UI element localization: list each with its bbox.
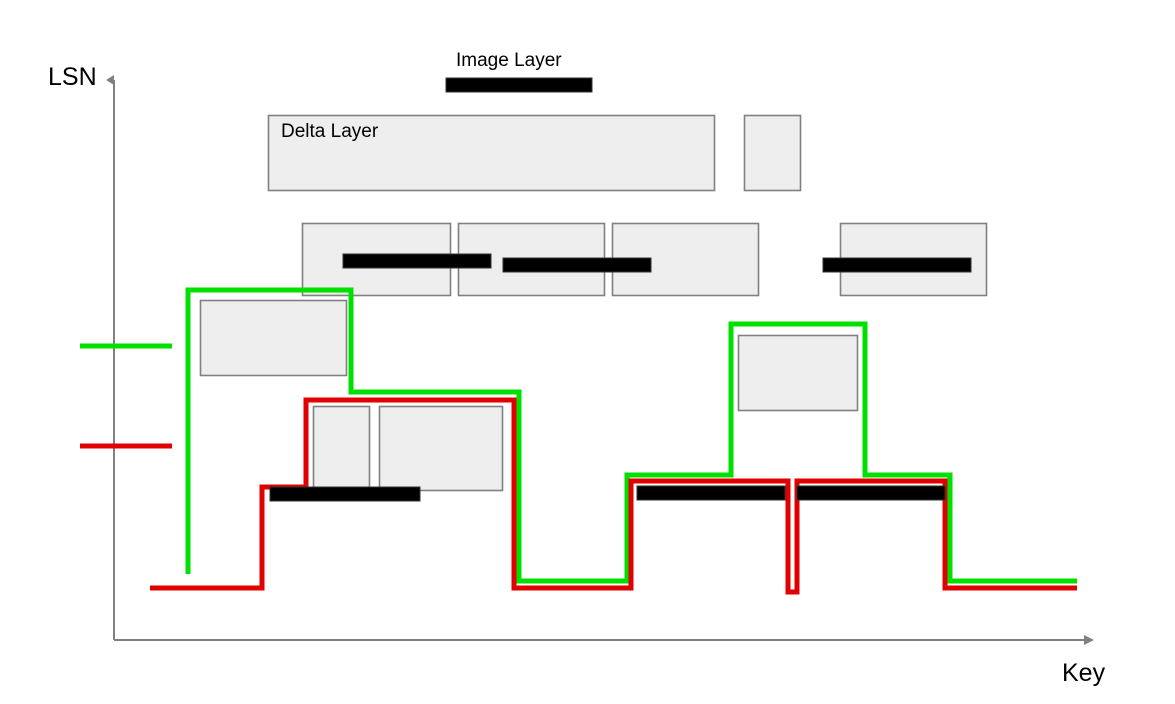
delta-layer-green-right [737, 334, 859, 412]
delta-layer-caption: Delta Layer [281, 121, 379, 142]
lsn-tick-marks [80, 343, 172, 449]
image-layer-bar-low-1 [269, 486, 421, 502]
lsn-axis-label: LSN [48, 63, 97, 91]
image-layer-bar-mid-2 [502, 257, 652, 273]
axes-group [106, 75, 1094, 645]
image-layer-bar-mid-1 [342, 253, 492, 269]
delta-layer-green-left [199, 299, 348, 377]
image-layer-bar-mid-3 [822, 257, 972, 273]
green-step-line [185, 287, 1077, 584]
image-layer-bar-top [445, 77, 593, 93]
image-layer-bar-low-3 [796, 485, 946, 501]
key-axis-label: Key [1062, 659, 1106, 687]
delta-layer-red-small [312, 405, 371, 492]
image-layer-caption: Image Layer [456, 50, 562, 71]
delta-layers-group [199, 114, 988, 492]
image-layer-bar-low-2 [636, 485, 786, 501]
delta-layer-top-right [743, 114, 802, 192]
delta-layer-main [267, 114, 716, 192]
image-layers-group [269, 77, 972, 502]
delta-layer-red-wide [378, 405, 504, 492]
